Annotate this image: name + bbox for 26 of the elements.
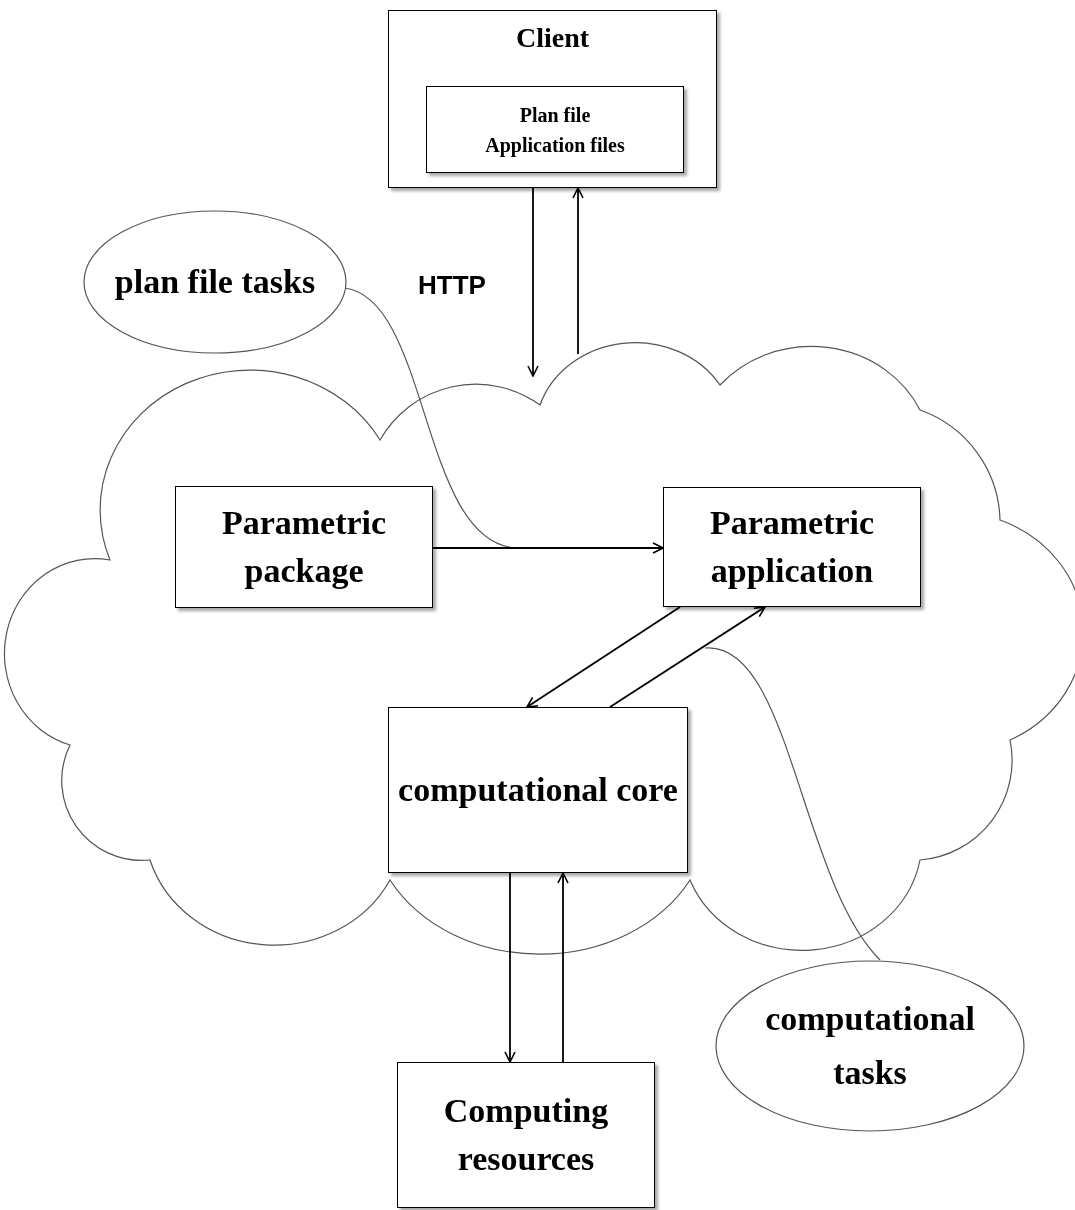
node-text: computational tasks: [764, 998, 976, 1093]
arrow: [557, 872, 569, 1063]
node-text: Application files: [485, 132, 625, 159]
node-text: Parametric application: [708, 503, 876, 591]
process-box: [663, 487, 921, 607]
arrow: [572, 187, 584, 355]
ellipse-node: [83, 210, 347, 354]
node-text: plan file tasks: [113, 261, 317, 302]
process-box: [175, 486, 433, 608]
node-text: Plan file: [519, 102, 591, 128]
arrow: [432, 542, 664, 554]
node-text: computational core: [398, 770, 678, 811]
process-box: [426, 86, 684, 173]
arrow: [526, 606, 681, 708]
ellipse-node: [715, 960, 1025, 1132]
process-box: [388, 707, 688, 873]
node-text: Client: [515, 21, 590, 55]
leader-line: [704, 647, 881, 961]
node-text: Computing resources: [442, 1091, 610, 1179]
process-box: [397, 1062, 655, 1208]
arrow: [527, 187, 539, 377]
client-box: [388, 10, 717, 188]
edge-label: HTTP: [418, 269, 486, 302]
arrow: [504, 872, 516, 1063]
arrow: [609, 606, 766, 708]
node-text: Parametric package: [220, 503, 388, 591]
